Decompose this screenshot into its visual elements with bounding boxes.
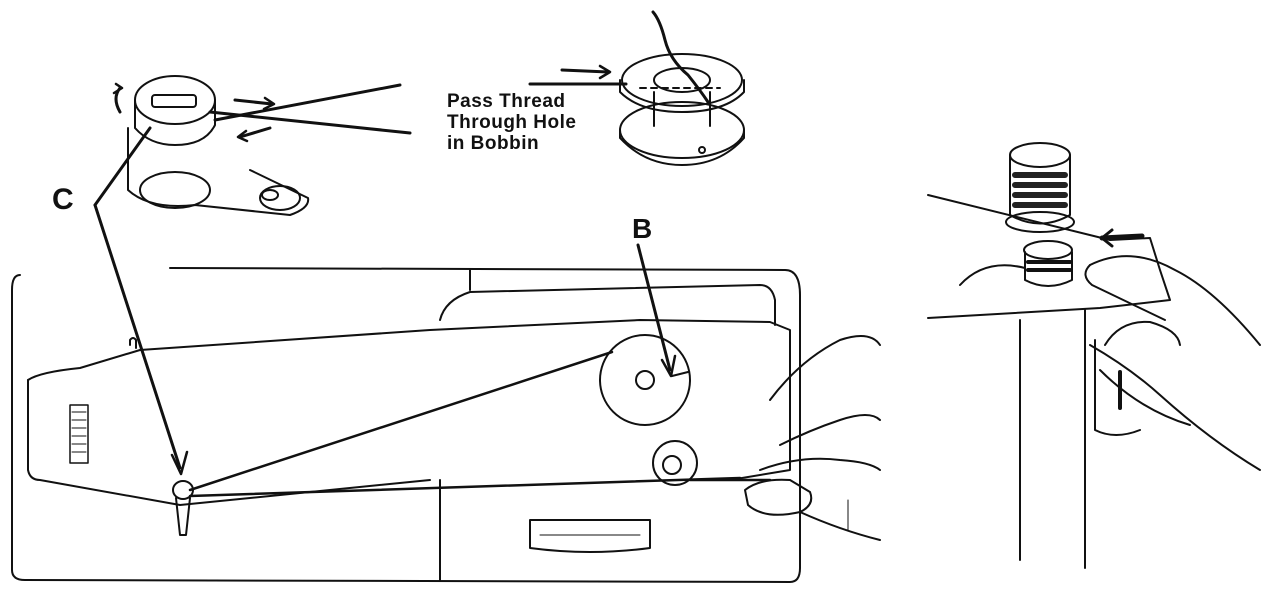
inset-thread-2 — [213, 83, 402, 122]
bobbin-arrow — [560, 68, 610, 74]
machine-top-cover — [439, 284, 776, 326]
label-arrows — [93, 126, 677, 476]
hand-holding-thread — [744, 335, 881, 541]
label-b: B — [632, 213, 653, 244]
right-hand-finger — [1089, 255, 1261, 346]
machine-base-outline — [11, 267, 801, 583]
disc-top — [134, 75, 216, 125]
bobbin-winder-spindle — [599, 334, 691, 426]
spool-pin-base — [652, 440, 698, 486]
bobbin-top-flange — [621, 53, 743, 107]
arrow-c-upper — [93, 126, 152, 207]
caption-line-2: Through Hole — [447, 112, 577, 133]
thread-to-winder — [188, 350, 614, 492]
stitch-dial — [529, 519, 651, 553]
arrow-c-lower — [93, 203, 182, 470]
caption-line-3: in Bobbin — [447, 133, 540, 154]
stitch-indicator — [69, 404, 89, 464]
inset-arrow-left — [238, 126, 272, 139]
arrow-b — [636, 243, 672, 372]
inset-arrow-right — [233, 98, 274, 106]
right-thread — [959, 264, 1026, 286]
top-pin — [129, 337, 137, 349]
thread-end — [651, 10, 710, 104]
winder-hub — [635, 370, 655, 390]
bobbin-on-winder — [1024, 251, 1073, 287]
machine-front-panel — [27, 379, 431, 506]
machine-body — [11, 267, 801, 583]
winder-disc — [599, 334, 691, 426]
machine-arm-top — [27, 319, 791, 481]
spool-pin — [652, 440, 698, 486]
bobbin-caption: Pass Thread Through Hole in Bobbin — [447, 91, 637, 154]
label-c: C — [52, 183, 74, 216]
caption-line-1: Pass Thread — [447, 91, 566, 112]
handwheel — [1094, 339, 1141, 436]
push-arrow — [1099, 233, 1145, 241]
machine-column — [1019, 309, 1086, 569]
spool-hand-detail — [927, 142, 1261, 569]
thread-path — [188, 350, 772, 498]
bobbin-detail — [528, 10, 745, 166]
hand-knuckle — [1104, 320, 1181, 346]
tension-disc-detail — [112, 75, 412, 216]
bobbin-bottom-flange — [619, 101, 745, 159]
thumb — [744, 478, 813, 516]
spool-pin-top — [662, 455, 682, 475]
thread-lower — [188, 476, 742, 498]
